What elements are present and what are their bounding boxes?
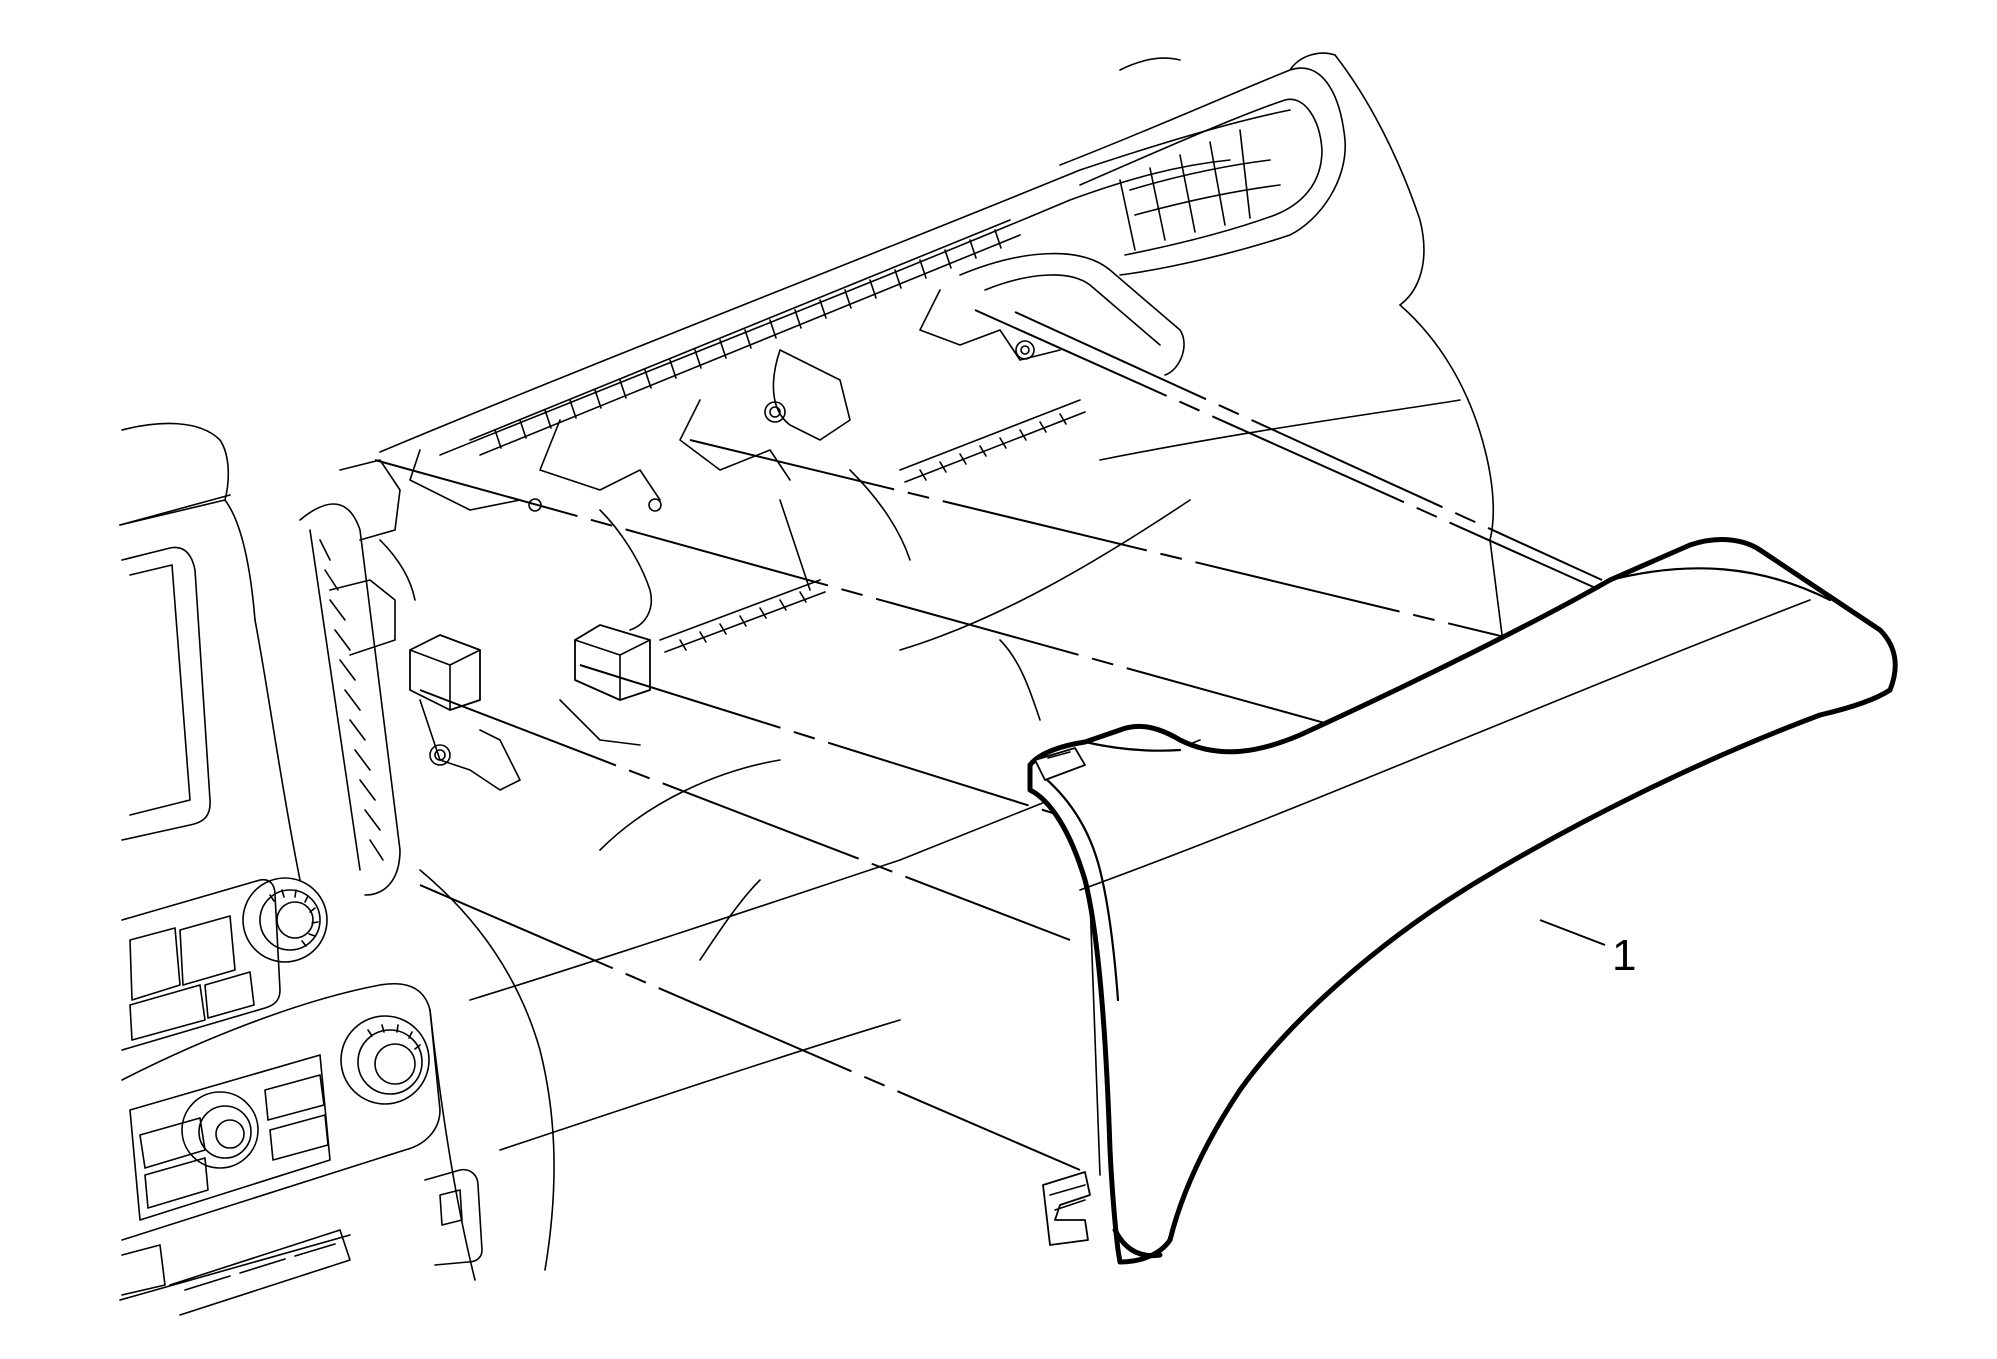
seat-switch-icon <box>424 1168 483 1266</box>
callout-label: 1 <box>1612 931 1636 980</box>
center-console-trim-panel <box>1027 537 1898 1265</box>
dash-vent-slats <box>469 219 1021 456</box>
bolt-icon <box>429 744 451 766</box>
lower-switch-bank <box>121 1229 351 1316</box>
display-screen <box>121 546 211 841</box>
guide-lines <box>374 309 1603 1171</box>
volume-knob-icon <box>242 877 328 963</box>
upper-dashboard <box>379 52 1495 541</box>
left-air-vent <box>254 503 401 896</box>
bolt-icon <box>1015 340 1035 360</box>
climate-control-panel <box>121 983 441 1241</box>
radio-unit <box>121 877 328 1051</box>
left-instrument-panel <box>119 422 483 1316</box>
temperature-knob-icon <box>340 1015 430 1105</box>
center-mounting-bracket <box>409 252 1185 791</box>
callout-1: 1 <box>1539 919 1636 980</box>
fan-knob-icon <box>181 1091 259 1169</box>
front-clip <box>1042 1171 1091 1246</box>
callout-leader-line <box>1539 919 1606 946</box>
bolt-icon <box>764 401 786 423</box>
right-air-vent <box>1059 52 1346 276</box>
